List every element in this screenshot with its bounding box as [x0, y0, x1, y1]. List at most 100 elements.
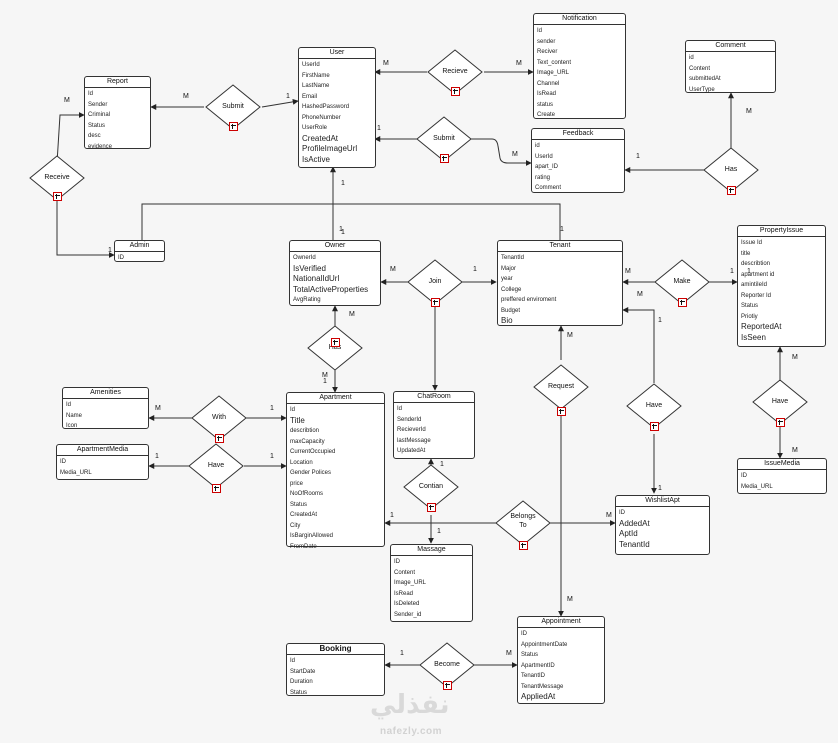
- apartment-attr: maxCapacity: [290, 438, 325, 445]
- user-attr: UserRole: [302, 125, 328, 131]
- chatroom-attr: UpdatedAt: [397, 448, 426, 454]
- relationship-have-wishlist-plus-icon: [649, 421, 659, 431]
- message-attr: Image_URL: [394, 580, 427, 586]
- propertyissue-attr: IsSeen: [741, 332, 766, 342]
- relationship-become-plus-icon: [442, 680, 452, 690]
- relationship-become-label: Become: [434, 661, 460, 668]
- cardinality-label: M: [746, 108, 752, 115]
- apartment-attr: Location: [290, 459, 313, 466]
- wishlistapt-attr: TenantId: [619, 539, 650, 549]
- propertyissue-attr: title: [741, 250, 751, 257]
- tenant-attr: Bio: [501, 316, 513, 325]
- apartment-attr: IsBarginAllowed: [290, 533, 334, 539]
- relationship-submit-feedback-plus-icon: [439, 153, 449, 163]
- tenant-attr: Major: [501, 265, 517, 272]
- propertyissue-attr: ReportedAt: [741, 322, 782, 331]
- cardinality-label: M: [349, 311, 355, 318]
- cardinality-label: 1: [658, 485, 662, 492]
- cardinality-label: 1: [730, 268, 734, 275]
- message-attr: Sender_id: [394, 611, 422, 618]
- amenities-attr: Id: [66, 402, 72, 408]
- cardinality-label: 1: [747, 268, 751, 275]
- relationship-join-plus-icon: [430, 297, 440, 307]
- owner-attr: OwnerId: [293, 255, 316, 261]
- cardinality-label: 1: [270, 453, 274, 460]
- relationship-have-issue-label: Have: [771, 398, 789, 405]
- wishlistapt-attr: AptId: [619, 529, 638, 538]
- wishlistapt-attr: AddedAt: [619, 518, 650, 528]
- cardinality-label: 1: [155, 453, 159, 460]
- apartment-attr: FromDate: [290, 543, 317, 550]
- owner-title: Owner: [290, 241, 380, 252]
- apartmentmedia-attr: Media_URL: [60, 469, 92, 476]
- apartment-attr: NoOfRooms: [290, 491, 324, 497]
- owner-attr: TotalActiveProperties: [293, 284, 369, 294]
- chatroom-attr: Id: [397, 406, 403, 412]
- apartment-attr: Status: [290, 501, 308, 508]
- notification-attr: Image_URL: [537, 70, 570, 76]
- comment-attr: submittedAt: [689, 76, 721, 82]
- booking-attr: StartDate: [290, 668, 316, 675]
- propertyissue-attr: describtion: [741, 261, 771, 267]
- notification-attr: status: [537, 101, 554, 108]
- connector-have-wishlist-tenant: [622, 307, 655, 383]
- relationship-have-media-plus-icon: [211, 483, 221, 493]
- cardinality-label: M: [390, 266, 396, 273]
- cardinality-label: 1: [473, 266, 477, 273]
- tenant-attr: TenantId: [501, 255, 525, 261]
- relationship-have-issue-plus-icon: [775, 417, 785, 427]
- issuemedia-title: IssueMedia: [738, 459, 826, 470]
- user-attr: CreatedAt: [302, 133, 339, 143]
- owner-attr: IsVerified: [293, 263, 326, 273]
- feedback-attr: id: [535, 143, 540, 149]
- apartmentmedia-title: ApartmentMedia: [57, 445, 148, 456]
- cardinality-label: 1: [270, 405, 274, 412]
- relationship-has-owner-diamond: [307, 325, 363, 371]
- appointment-attr: TenantMessage: [521, 683, 564, 690]
- appointment-attr: AppliedAt: [521, 692, 556, 701]
- relationship-receive-label: Receive: [44, 174, 70, 181]
- cardinality-label: M: [606, 512, 612, 519]
- admin-title: Admin: [115, 241, 164, 252]
- propertyissue-attr: Priotiy: [741, 313, 758, 320]
- connector-tenant-user: [333, 203, 561, 240]
- owner-attr: NationalIdUrl: [293, 274, 340, 283]
- user-attr: FirstName: [302, 72, 330, 79]
- cardinality-label: 1: [341, 229, 345, 236]
- relationship-has-owner-label: Has: [328, 344, 342, 351]
- user-attr: HashedPassword: [302, 104, 350, 110]
- appointment-attr: AppointmentDate: [521, 641, 568, 648]
- user-attr: IsActive: [302, 154, 331, 164]
- report-attr: Criminal: [88, 112, 111, 118]
- notification-attr: Channel: [537, 80, 560, 87]
- apartment-attr: Title: [290, 415, 305, 425]
- cardinality-label: M: [567, 596, 573, 603]
- watermark-arabic: نفذلي: [370, 690, 450, 720]
- cardinality-label: M: [383, 60, 389, 67]
- connector-receive-admin: [56, 192, 115, 258]
- apartmentmedia-attr: ID: [60, 459, 66, 465]
- notification-attr: Reciver: [537, 49, 558, 55]
- propertyissue-attr: apartment id: [741, 271, 775, 278]
- cardinality-label: 1: [636, 153, 640, 160]
- cardinality-label: M: [625, 268, 631, 275]
- cardinality-label: 1: [437, 528, 441, 535]
- tenant-attr: year: [501, 276, 513, 282]
- user-attr: UserId: [302, 62, 320, 68]
- apartment-title: Apartment: [287, 393, 384, 404]
- amenities-attr: Name: [66, 412, 83, 419]
- message-attr: Content: [394, 569, 416, 576]
- chatroom-attr: SenderId: [397, 416, 422, 423]
- relationship-request-label: Request: [547, 383, 575, 390]
- cardinality-label: M: [792, 447, 798, 454]
- report-attr: desc: [88, 133, 101, 139]
- propertyissue-attr: Status: [741, 303, 759, 309]
- relationship-with-label: With: [212, 414, 226, 421]
